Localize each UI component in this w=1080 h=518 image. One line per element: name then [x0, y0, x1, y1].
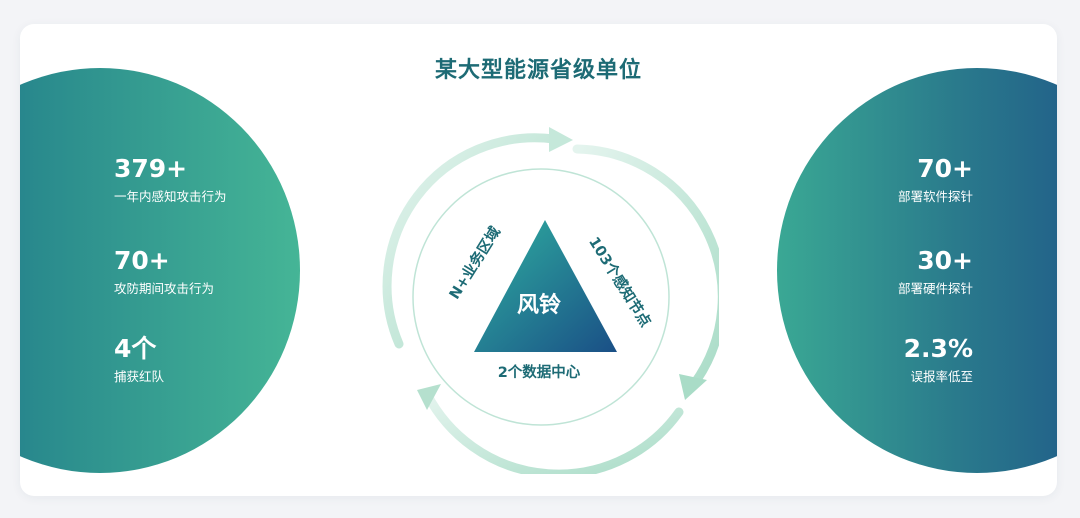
stat-value: 70+ — [917, 154, 973, 183]
stat-false-positive: 2.3% 误报率低至 — [904, 334, 973, 386]
core-triangle — [474, 220, 617, 352]
cycle-arc-right — [572, 144, 719, 389]
stat-label: 部署软件探针 — [897, 189, 973, 204]
side-label-data-centers: 2个数据中心 — [497, 365, 581, 381]
stat-label: 部署硬件探针 — [897, 281, 973, 296]
arrow-head-top-icon — [549, 127, 573, 152]
arrow-head-right-icon — [679, 374, 707, 400]
stat-label: 攻防期间攻击行为 — [114, 281, 215, 296]
stat-value: 70+ — [114, 246, 170, 275]
stat-red-team: 4个 捕获红队 — [114, 334, 164, 386]
stat-value: 379+ — [114, 154, 188, 183]
page-title: 某大型能源省级单位 — [434, 58, 642, 83]
cycle-arc-left — [382, 133, 559, 349]
stat-label: 误报率低至 — [910, 369, 973, 384]
stat-label: 一年内感知攻击行为 — [114, 189, 227, 204]
summary-card: 某大型能源省级单位 379+ 一年内感知攻击行为 70+ 攻防期间攻击行为 4个… — [20, 24, 1057, 496]
arrow-head-left-icon — [417, 384, 441, 410]
cycle-ring-graphic — [382, 127, 719, 474]
center-diagram: 风铃 N+业务区域 103个感知节点 2个数据中心 — [359, 94, 719, 474]
stat-hardware-probes: 30+ 部署硬件探针 — [898, 246, 973, 298]
stat-attacks-year: 379+ 一年内感知攻击行为 — [114, 154, 227, 206]
inner-ring — [412, 168, 670, 426]
core-label: 风铃 — [516, 293, 561, 318]
stat-software-probes: 70+ 部署软件探针 — [898, 154, 973, 206]
stat-value: 2.3% — [903, 334, 973, 363]
stat-value: 4个 — [114, 334, 157, 363]
stat-value: 30+ — [917, 246, 973, 275]
stat-label: 捕获红队 — [114, 369, 165, 384]
cycle-arc-bottom — [422, 389, 684, 474]
stat-attacks-exercise: 70+ 攻防期间攻击行为 — [114, 246, 214, 298]
